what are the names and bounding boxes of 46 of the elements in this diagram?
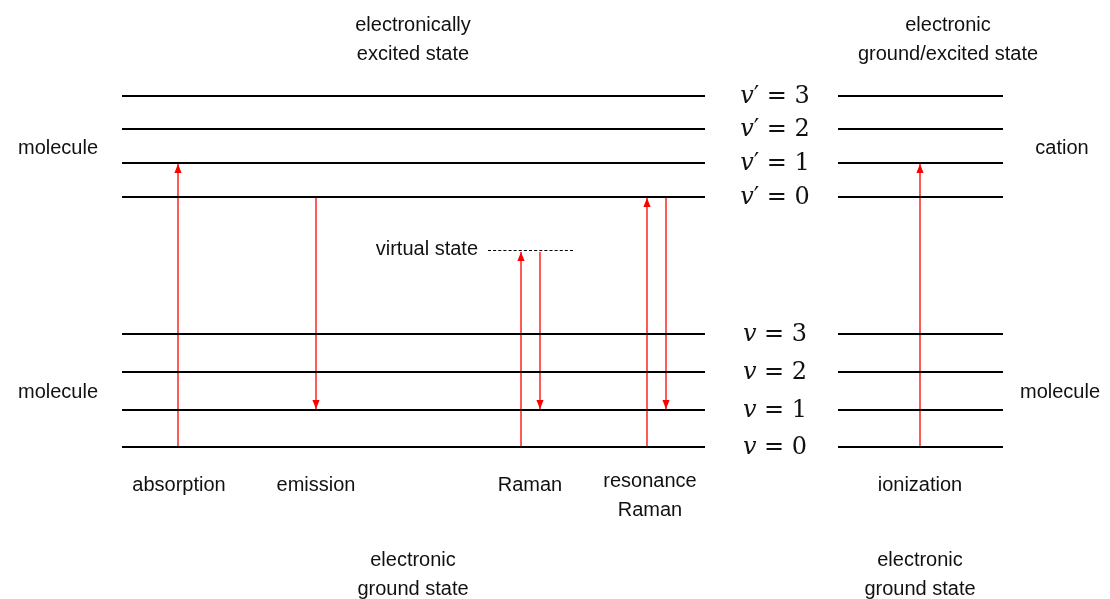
level-label: v′ = 3 [739,81,811,110]
energy-level-line [838,162,1003,164]
energy-level-line [122,196,705,198]
state-label: virtual state [374,236,478,261]
text-label: electronically excited state [354,12,472,66]
energy-level-line [838,446,1003,448]
energy-level-line [838,409,1003,411]
text-label: electronic ground state [356,547,470,599]
level-label: v = 1 [741,395,809,424]
text-label: molecule [16,379,99,404]
energy-level-line [122,371,705,373]
text-label: molecule [1018,379,1101,404]
transition-arrow [174,163,182,447]
transition-arrow [517,251,525,447]
transition-arrow [662,197,670,410]
text-label: ionization [876,472,964,497]
text-label: absorption [131,472,227,497]
text-label: molecule [16,135,99,160]
energy-level-line [838,371,1003,373]
text-label: Raman [496,472,564,497]
energy-level-line [122,446,705,448]
level-label: v′ = 2 [739,114,811,143]
transition-arrow [916,163,924,447]
energy-level-line [122,95,705,97]
energy-level-line [122,128,705,130]
level-label: v′ = 0 [739,182,811,211]
energy-level-line [838,196,1003,198]
text-label: electronic ground state [863,547,977,599]
energy-level-line [122,409,705,411]
transition-arrow [643,197,651,447]
energy-level-line [838,333,1003,335]
energy-level-line [838,95,1003,97]
text-label: emission [275,472,357,497]
level-label: v = 3 [741,319,809,348]
text-label: cation [1034,135,1090,160]
text-label: resonance Raman [602,468,698,522]
energy-level-line [838,128,1003,130]
energy-level-line [122,162,705,164]
level-label: v = 2 [741,357,809,386]
transition-arrow [536,251,544,410]
energy-level-line [122,333,705,335]
level-label: v = 0 [741,432,809,461]
text-label: electronic ground/excited state [856,12,1040,66]
transition-arrow [312,197,320,410]
dashed-level-line [488,250,573,251]
level-label: v′ = 1 [739,148,811,177]
